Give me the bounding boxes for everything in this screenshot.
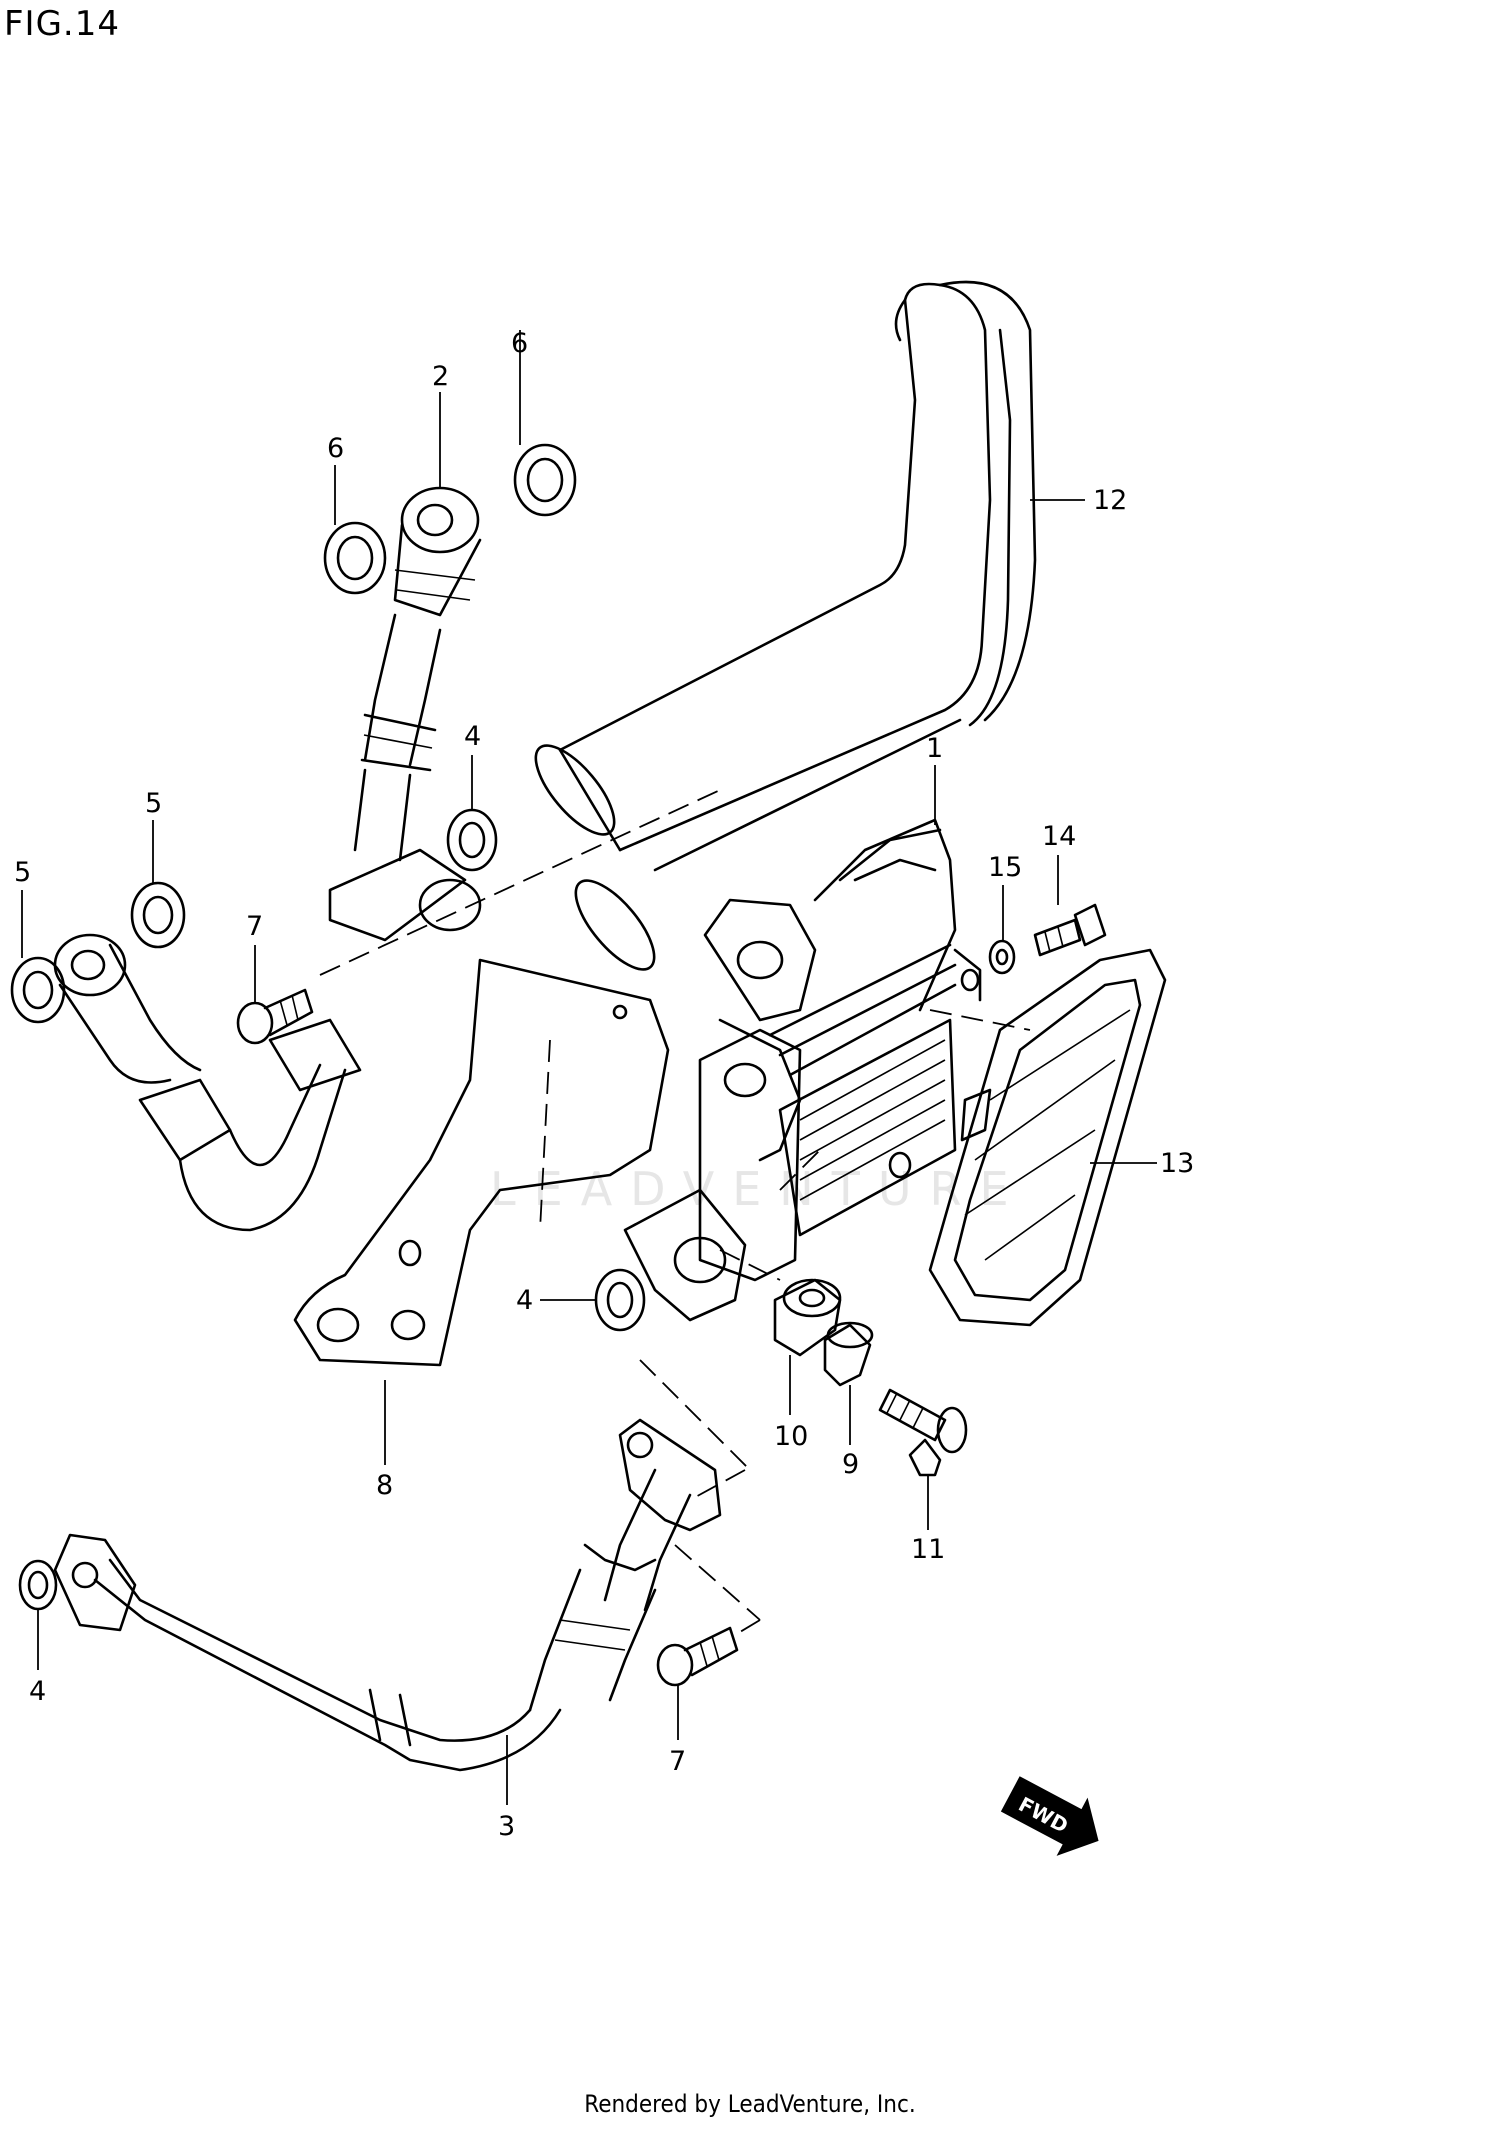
watermark: LEADVENTURE — [490, 1162, 1027, 1216]
callout-10: 10 — [774, 1421, 808, 1452]
callout-7-lower: 7 — [669, 1746, 686, 1777]
callout-2: 2 — [432, 361, 449, 392]
part-14-bolt — [1033, 903, 1107, 957]
washer-6-right — [513, 443, 577, 517]
callout-8: 8 — [376, 1470, 393, 1501]
callout-11: 11 — [911, 1534, 945, 1565]
part-1-oil-cooler — [623, 818, 982, 1322]
part-11-bolt — [878, 1388, 968, 1477]
callout-6-right: 6 — [511, 328, 528, 359]
callout-5-left: 5 — [14, 857, 31, 888]
part-8-bracket — [293, 958, 670, 1367]
washer-4-middle — [594, 1268, 646, 1332]
part-hose-left-banjo — [53, 933, 362, 1232]
part-3-lower-pipe — [53, 1418, 722, 1772]
figure-title: FIG.14 — [4, 4, 121, 44]
part-15-washer — [988, 939, 1016, 975]
callout-4-middle: 4 — [516, 1285, 533, 1316]
part-9-collar — [823, 1321, 874, 1387]
part-7-bolt-upper — [236, 988, 314, 1045]
washer-6-left — [323, 521, 387, 595]
callout-15: 15 — [988, 852, 1022, 883]
part-13-gasket — [928, 948, 1167, 1327]
callout-4-lower: 4 — [29, 1676, 46, 1707]
callout-13: 13 — [1160, 1148, 1194, 1179]
callout-6-left: 6 — [327, 433, 344, 464]
footer-credit: Rendered by LeadVenture, Inc. — [584, 2090, 916, 2118]
callout-1: 1 — [926, 733, 943, 764]
fwd-direction-arrow: FWD — [1000, 1776, 1099, 1856]
callout-14: 14 — [1042, 821, 1076, 852]
callout-3: 3 — [498, 1811, 515, 1842]
callout-4-upper: 4 — [464, 721, 481, 752]
alignment-line — [319, 789, 721, 976]
callout-9: 9 — [842, 1449, 859, 1480]
part-7-bolt-lower — [656, 1626, 739, 1687]
callout-5-right: 5 — [145, 788, 162, 819]
part-10-grommet — [773, 1278, 842, 1357]
callout-12: 12 — [1093, 485, 1127, 516]
part-12-oil-pipe — [534, 280, 1037, 971]
callout-7-upper: 7 — [246, 911, 263, 942]
washer-4-upper — [446, 808, 498, 872]
washer-4-lower — [18, 1559, 58, 1611]
part-2-upper-hose — [328, 486, 482, 942]
washer-5-right — [130, 881, 186, 949]
